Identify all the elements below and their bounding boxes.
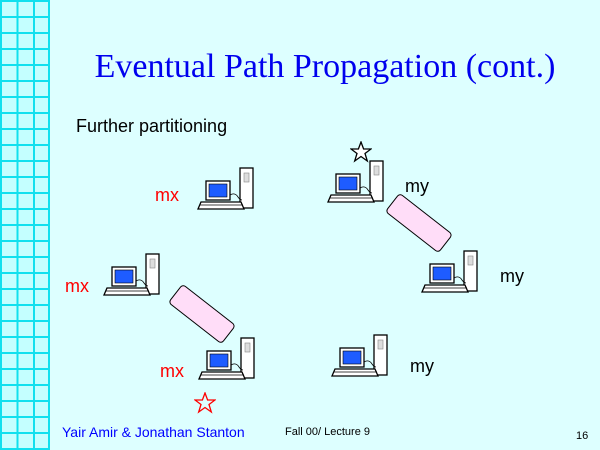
computer-icon: [197, 167, 254, 210]
slide-title: Eventual Path Propagation (cont.): [94, 48, 556, 85]
computer-icon: [331, 334, 388, 377]
computer-icon: [421, 250, 478, 293]
footer-authors: Yair Amir & Jonathan Stanton: [62, 424, 245, 440]
star-outline-icon: [350, 141, 372, 162]
grid-decoration: [0, 0, 50, 450]
computer-icon: [198, 337, 255, 380]
label-my: my: [410, 356, 434, 376]
star-red-icon: [194, 392, 216, 413]
computer-icon: [103, 253, 160, 296]
label-mx: mx: [160, 361, 184, 381]
label-my: my: [500, 266, 524, 286]
partition-bar: [384, 192, 454, 254]
footer-course: Fall 00/ Lecture 9: [285, 426, 370, 438]
slide-subtitle: Further partitioning: [76, 116, 228, 136]
page-number: 16: [576, 430, 589, 442]
label-my: my: [405, 176, 429, 196]
label-mx: mx: [155, 185, 179, 205]
partition-bar: [167, 283, 237, 345]
computer-icon: [327, 160, 384, 203]
label-mx: mx: [65, 276, 89, 296]
